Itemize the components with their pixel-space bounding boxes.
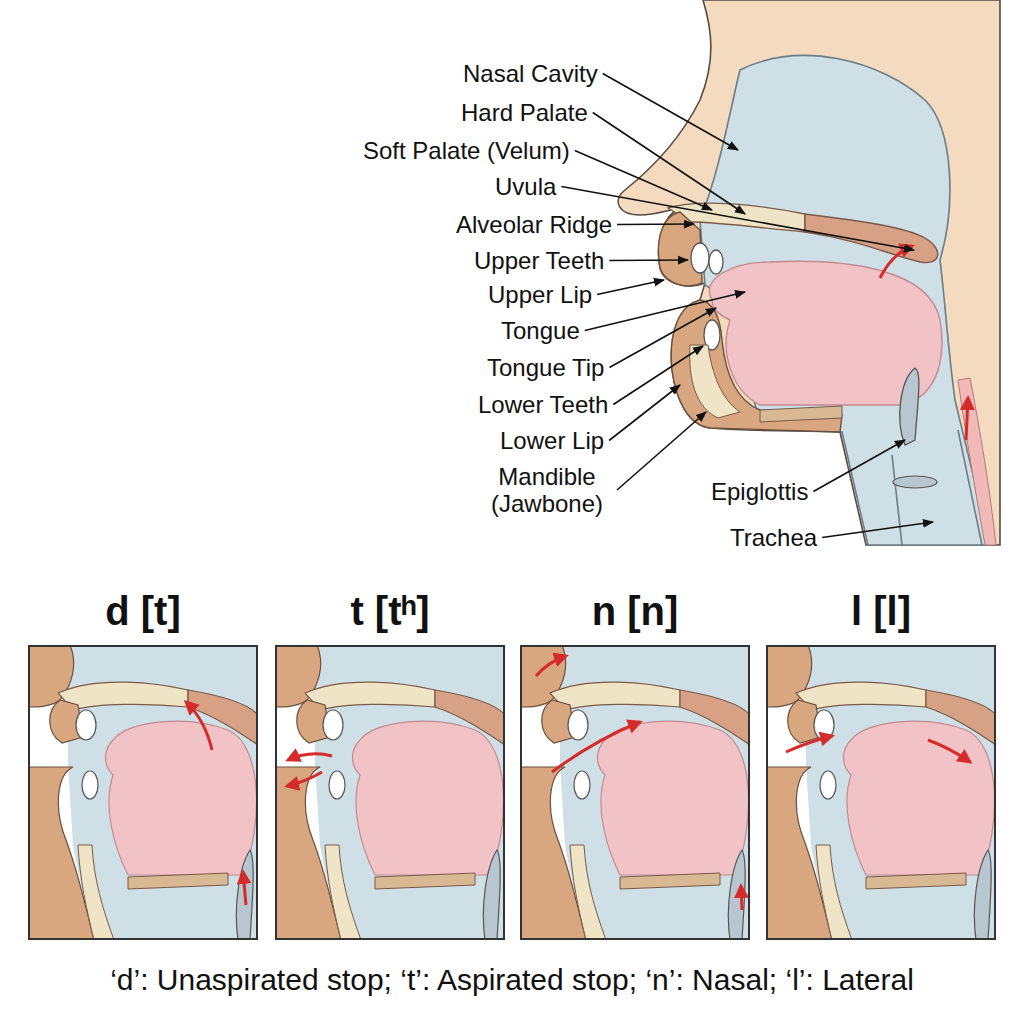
articulation-panel: n [n]	[520, 580, 750, 940]
airflow-arrow-part	[552, 722, 640, 772]
part-label: Soft Palate (Velum)	[363, 137, 570, 164]
leader-line	[609, 385, 680, 441]
part-label: Hard Palate	[461, 99, 588, 126]
head-section-part	[709, 250, 723, 274]
head-section-part	[892, 430, 982, 545]
part-label: Mandible (Jawbone)	[482, 463, 612, 517]
head-section-part	[618, 0, 1000, 545]
part-label: Tongue	[501, 317, 580, 344]
part-label: Upper Lip	[488, 281, 592, 308]
head-section-part	[760, 406, 842, 422]
leader-line	[617, 412, 706, 490]
head-section-part	[700, 56, 990, 545]
leader-line	[561, 187, 914, 251]
panel-frame	[275, 645, 505, 940]
airflow-arrow-part	[288, 754, 332, 760]
panel-illustrations-part	[766, 645, 996, 940]
leader-line	[617, 223, 694, 225]
head-section-part	[690, 345, 740, 418]
part-label: Lower Teeth	[478, 391, 608, 418]
part-label: Lower Lip	[500, 427, 604, 454]
airflow-arrow-part	[786, 736, 832, 752]
panel-heading: d [t]	[28, 580, 258, 642]
panel-heading: l [l]	[766, 580, 996, 642]
part-label: Upper Teeth	[474, 247, 604, 274]
panel-illustrations-part	[28, 645, 258, 940]
articulation-panel: l [l]	[766, 580, 996, 940]
panel-heading: t [tʰ]	[275, 580, 505, 642]
airflow-arrow-part	[928, 740, 970, 762]
head-section-part	[691, 243, 709, 273]
panel-frame	[766, 645, 996, 940]
panel-frame	[520, 645, 750, 940]
airflow-arrow-part	[243, 872, 246, 905]
articulation-panel: t [tʰ]	[275, 580, 505, 940]
leader-line	[593, 113, 745, 215]
head-section-part	[671, 300, 842, 432]
panel-illustrations-part	[275, 645, 505, 940]
leader-line	[822, 522, 933, 538]
leader-lines	[561, 74, 933, 538]
airflow-arrow	[186, 656, 970, 910]
part-label: Epiglottis	[711, 478, 808, 505]
head-section-part	[900, 368, 919, 445]
caption: ‘d’: Unaspirated stop; ‘t’: Aspirated st…	[0, 963, 1024, 997]
leader-line	[585, 292, 745, 331]
part-label: Uvula	[495, 173, 556, 200]
leader-line	[813, 440, 905, 492]
leader-line	[609, 259, 688, 261]
head-section-part	[880, 246, 912, 278]
caption-text: ‘d’: Unaspirated stop; ‘t’: Aspirated st…	[110, 963, 914, 996]
head-section-part	[893, 476, 937, 488]
panel-illustrations	[28, 645, 996, 940]
part-label: Nasal Cavity	[463, 60, 598, 87]
leader-line	[597, 280, 664, 295]
panel-illustrations-part	[520, 645, 750, 940]
head-section-part	[805, 214, 938, 263]
part-label: Trachea	[730, 524, 817, 551]
panel-frame	[28, 645, 258, 940]
part-label: Tongue Tip	[487, 354, 604, 381]
leader-line	[603, 74, 738, 151]
panel-heading: n [n]	[520, 580, 750, 642]
airflow-arrow-part	[287, 772, 322, 786]
airflow-arrow-part	[741, 886, 742, 910]
leader-line	[609, 308, 716, 368]
leader-line	[613, 346, 703, 405]
articulation-panel: d [t]	[28, 580, 258, 940]
airflow-arrow-part	[186, 702, 212, 750]
airflow-arrow-part	[536, 656, 566, 676]
part-label: Alveolar Ridge	[456, 211, 612, 238]
head-section-part	[966, 398, 968, 440]
head-section	[618, 0, 1000, 545]
